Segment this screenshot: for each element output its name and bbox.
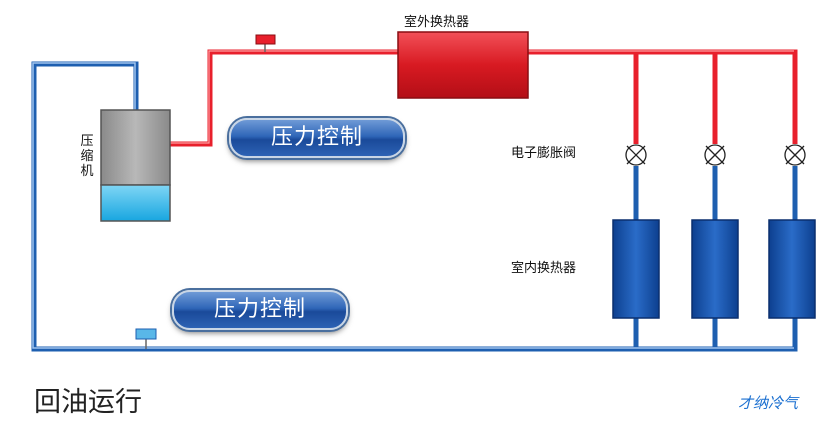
indoor-unit-3 <box>768 219 816 319</box>
pressure-sensor-low <box>135 328 157 349</box>
discharge-line-highlight <box>170 50 794 144</box>
suction-line <box>31 61 798 352</box>
pressure-control-badge-bottom: 压力控制 <box>172 290 348 330</box>
page-title: 回油运行 <box>34 387 142 418</box>
compressor <box>100 109 171 222</box>
pressure-control-badge-top: 压力控制 <box>229 118 405 158</box>
outdoor-exchanger-label: 室外换热器 <box>404 15 470 30</box>
expansion-valves <box>625 144 806 166</box>
indoor-unit-1 <box>612 219 660 319</box>
expansion-valve-3 <box>784 144 806 166</box>
liquid-lines <box>633 166 798 220</box>
outdoor-heat-exchanger <box>397 31 529 99</box>
eev-label: 电子膨胀阀 <box>511 146 577 161</box>
indoor-units <box>612 219 816 319</box>
pressure-sensor-high <box>255 34 276 52</box>
suction-line-highlight <box>32 62 794 349</box>
expansion-valve-2 <box>704 144 726 166</box>
compressor-label: 压缩机 <box>80 134 94 179</box>
indoor-exchanger-label: 室内换热器 <box>511 261 577 276</box>
expansion-valve-1 <box>625 144 647 166</box>
compressor-oil <box>100 184 171 222</box>
discharge-line <box>170 49 798 147</box>
indoor-unit-2 <box>691 219 739 319</box>
brand-logo-text: 才纳冷气 <box>738 394 799 412</box>
